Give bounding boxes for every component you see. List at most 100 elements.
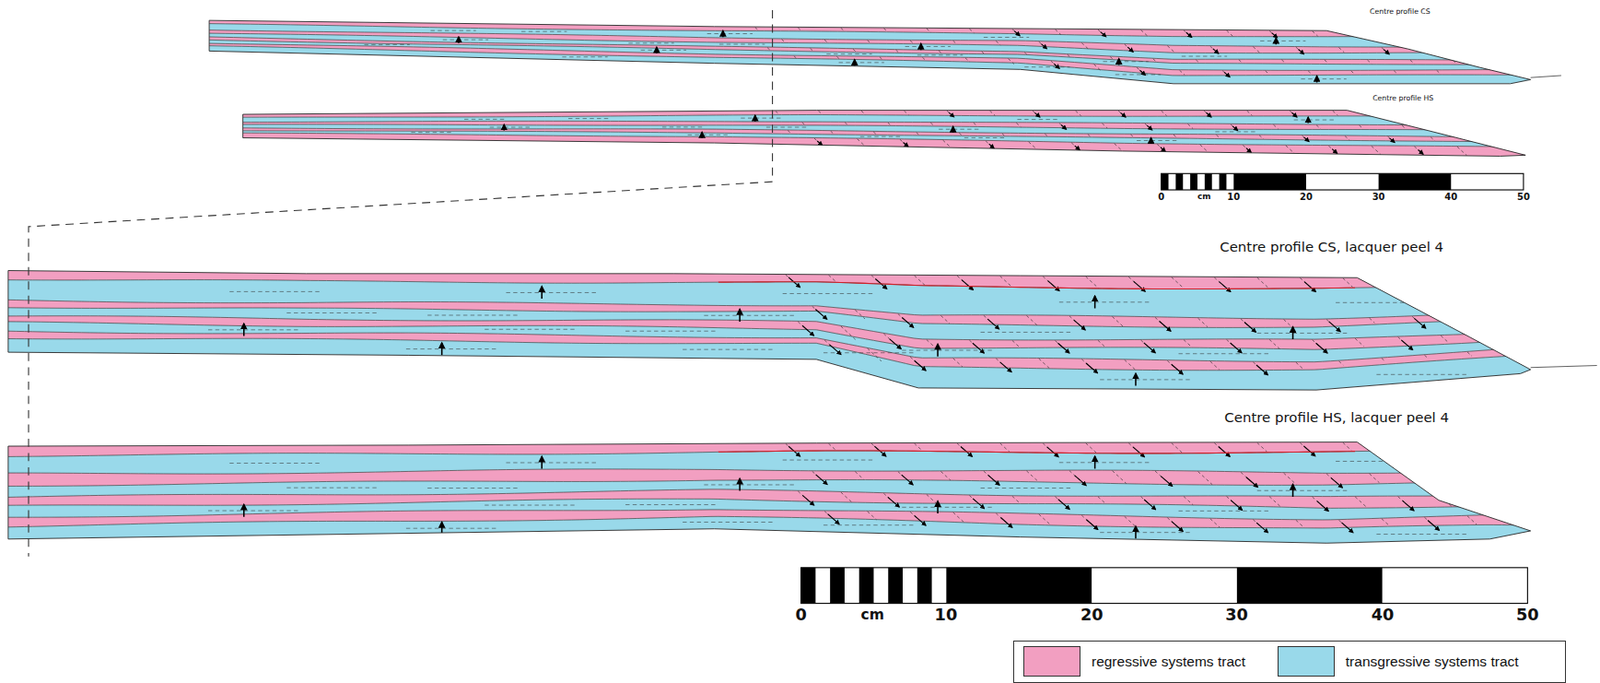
bedding-line xyxy=(209,23,1598,38)
dip-arrow xyxy=(816,474,828,485)
peel-profile xyxy=(8,270,1600,391)
dip-arrow xyxy=(1317,501,1329,512)
clinoform-line xyxy=(1007,58,1015,65)
clinoform-line xyxy=(867,348,882,362)
dip-arrow xyxy=(1304,281,1316,292)
clinoform-line xyxy=(1296,519,1305,527)
clinoform-line xyxy=(1324,59,1330,64)
clinoform-line xyxy=(1312,31,1319,36)
lamina-line xyxy=(682,349,775,351)
up-arrow xyxy=(243,503,246,516)
scale-label: 10 xyxy=(1226,191,1240,202)
clinoform-line xyxy=(965,58,970,62)
clinoform-line xyxy=(817,110,822,115)
scale-label: 0 xyxy=(794,606,806,624)
clinoform-line xyxy=(1195,59,1200,63)
clinoform-line xyxy=(1183,339,1192,348)
clinoform-line xyxy=(1012,339,1020,347)
lamina-line xyxy=(1300,78,1346,80)
clinoform-line xyxy=(1114,143,1123,152)
clinoform-line xyxy=(916,132,920,136)
clinoform-line xyxy=(1473,137,1478,141)
legend-text: transgressive systems tract xyxy=(1345,653,1519,670)
profile-outline xyxy=(243,110,1526,157)
lamina-line xyxy=(286,312,379,314)
dip-arrow xyxy=(1034,112,1040,117)
bedding-line xyxy=(209,33,1598,54)
dip-arrow xyxy=(1057,342,1069,353)
clinoform-line xyxy=(1024,52,1028,57)
lamina-line xyxy=(1103,60,1149,62)
clinoform-line xyxy=(922,57,926,61)
clinoform-line xyxy=(1428,278,1437,287)
lamina-line xyxy=(1059,461,1152,463)
lamina-line xyxy=(981,487,1074,489)
lamina-line xyxy=(363,44,409,46)
clinoform-line xyxy=(1257,277,1269,288)
bedding-line xyxy=(8,468,1600,474)
lamina-line xyxy=(229,291,322,292)
clinoform-line xyxy=(1393,70,1398,75)
lamina-line xyxy=(427,314,520,316)
clinoform-line xyxy=(829,274,838,282)
bedding-line xyxy=(243,128,1599,138)
dip-arrow xyxy=(1298,48,1305,54)
lamina-line xyxy=(703,315,796,316)
clinoform-line xyxy=(1369,317,1376,323)
bedding-line xyxy=(8,479,1600,487)
clinoform-line xyxy=(1418,110,1425,116)
clinoform-line xyxy=(1359,125,1365,129)
clinoform-line xyxy=(1086,443,1098,454)
clinoform-line xyxy=(899,139,909,147)
clinoform-line xyxy=(1369,473,1380,483)
dip-arrow xyxy=(1206,112,1212,117)
dip-arrow xyxy=(1389,280,1401,292)
clinoform-line xyxy=(903,110,909,116)
clinoform-line xyxy=(1497,471,1507,480)
dip-arrow xyxy=(1230,500,1242,511)
dip-arrow xyxy=(1218,446,1230,457)
dip-arrow xyxy=(1121,112,1126,117)
peel-profile xyxy=(209,20,1598,84)
dip-arrow xyxy=(987,318,999,329)
dip-arrow xyxy=(1171,363,1183,374)
clinoform-line xyxy=(1398,31,1404,36)
dip-arrow xyxy=(1074,475,1087,486)
clinoform-line xyxy=(1200,144,1209,152)
dip-arrow xyxy=(1272,33,1278,38)
dip-arrow xyxy=(1000,362,1012,373)
red-surface xyxy=(718,281,1355,290)
dip-arrow xyxy=(1485,336,1497,347)
transgressive-band xyxy=(209,46,1598,84)
regressive-band xyxy=(243,132,1599,156)
profile-outline xyxy=(209,20,1531,84)
clinoform-line xyxy=(873,131,877,135)
clinoform-line xyxy=(1285,145,1295,153)
up-arrow xyxy=(1094,455,1097,468)
clinoform-line xyxy=(787,130,792,135)
clinoform-line xyxy=(910,40,914,45)
dip-arrow xyxy=(1463,112,1469,117)
dip-arrow xyxy=(1053,63,1060,69)
clinoform-line xyxy=(1097,339,1106,347)
clinoform-line xyxy=(914,275,926,286)
lamina-line xyxy=(406,348,499,350)
lamina-line xyxy=(229,462,322,464)
lamina-line xyxy=(1335,302,1428,304)
legend-entry: transgressive systems tract xyxy=(1277,645,1519,677)
clinoform-line xyxy=(914,443,923,451)
lamina-line xyxy=(1016,118,1059,120)
dip-arrow xyxy=(1171,521,1183,532)
clinoform-line xyxy=(1343,278,1354,288)
dip-arrow xyxy=(1413,317,1425,328)
clinoform-line xyxy=(1273,124,1279,129)
clinoform-line xyxy=(840,27,845,32)
clinoform-line xyxy=(926,339,936,349)
lamina-line xyxy=(1294,119,1336,121)
bedding-line xyxy=(209,39,1598,65)
clinoform-line xyxy=(1071,142,1080,151)
dip-arrow xyxy=(1047,446,1059,457)
clinoform-line xyxy=(1173,134,1178,139)
dip-arrow xyxy=(1487,499,1499,510)
dip-arrow xyxy=(1356,33,1363,38)
